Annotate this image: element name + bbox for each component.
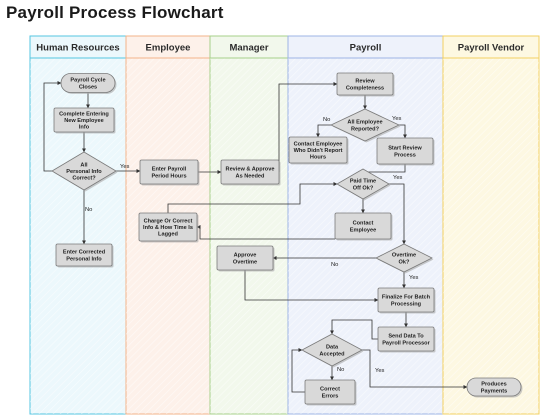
- node-label: All Employee: [347, 120, 382, 126]
- node-label: Hours: [310, 155, 326, 161]
- connector-e11: [167, 182, 338, 213]
- node-label: Review: [355, 79, 375, 85]
- connector-e12: [244, 270, 379, 302]
- edge-label-e-n18-yes: Yes: [375, 368, 385, 374]
- node-label: Errors: [322, 393, 339, 399]
- node-label: Correct?: [72, 176, 96, 182]
- node-label: Period Hours: [151, 173, 186, 179]
- node-label: Enter Corrected: [63, 250, 106, 256]
- edge-label-e-n10-no: No: [323, 117, 330, 123]
- edge-label-e-n10-yes: Yes: [392, 116, 402, 122]
- node-label: Overtime: [392, 253, 416, 259]
- node-label: Accepted: [319, 351, 345, 357]
- node-label: Who Didn't Report: [294, 148, 343, 154]
- node-label: Contact: [353, 221, 374, 227]
- node-label: Payroll Processor: [382, 340, 430, 346]
- node-label: Data: [326, 345, 339, 351]
- node-label: Reported?: [351, 126, 380, 132]
- node-label: Completeness: [346, 85, 384, 91]
- node-label: Charge Or Correct: [144, 218, 193, 224]
- node-label: Finalize For Batch: [382, 295, 431, 301]
- connector-e_n10_no: [316, 124, 331, 138]
- edge-label-e-n13-yes: Yes: [393, 175, 403, 181]
- lane-label-employee: Employee: [146, 43, 191, 54]
- node-label: Enter Payroll: [152, 167, 187, 173]
- node-label: Paid Time: [350, 179, 376, 185]
- page-title: Payroll Process Flowchart: [6, 3, 224, 22]
- connector-e15: [291, 348, 305, 393]
- lane-vendor: Payroll Vendor: [442, 35, 540, 415]
- node-label: Produces: [481, 382, 507, 388]
- edge-label-e-n3-yes: Yes: [120, 164, 130, 170]
- node-label: Payments: [481, 388, 507, 394]
- node-label: Overtime: [233, 259, 257, 265]
- edge-label-e-n15-no: No: [331, 262, 338, 268]
- connector-e_n10_yes: [399, 124, 407, 139]
- node-label: Personal Info: [66, 256, 102, 262]
- node-label: New Employee: [64, 118, 103, 124]
- node-label: Closes: [79, 84, 97, 90]
- node-label: Info: [79, 125, 90, 131]
- node-label: Correct: [320, 387, 340, 393]
- lane-label-hr: Human Resources: [36, 43, 119, 54]
- node-label: As Needed: [236, 173, 265, 179]
- node-label: All: [80, 162, 88, 168]
- node-label: Personal Info: [66, 169, 102, 175]
- node-label: Off Ok?: [353, 185, 374, 191]
- node-label: Contact Employee: [294, 141, 343, 147]
- lane-label-payroll: Payroll: [350, 43, 382, 54]
- node-label: Employee: [350, 227, 376, 233]
- connector-e3: [43, 81, 62, 172]
- node-label: Review & Approve: [226, 167, 275, 173]
- lane-manager: Manager: [209, 35, 289, 415]
- node-label: Start Review: [388, 146, 422, 152]
- node-label: Info & How Time Is: [143, 225, 193, 231]
- node-label: Lagged: [158, 232, 178, 238]
- edge-label-e-n3-no: No: [85, 207, 92, 213]
- connector-e14: [330, 319, 378, 340]
- edge-label-e-n18-no: No: [337, 367, 344, 373]
- node-label: Payroll Cycle: [70, 78, 105, 84]
- connector-e_n13_yes: [389, 183, 406, 245]
- edge-label-e-n15-yes: Yes: [409, 275, 419, 281]
- node-label: Send Data To: [388, 334, 424, 340]
- node-label: Approve: [234, 253, 257, 259]
- connector-e_n18_yes: [362, 349, 468, 389]
- node-label: Complete Entering: [59, 111, 109, 117]
- node-label: Processing: [391, 301, 422, 307]
- node-label: Process: [394, 152, 416, 158]
- lane-label-vendor: Payroll Vendor: [458, 43, 525, 54]
- lane-hr: Human Resources: [29, 35, 127, 415]
- lane-label-manager: Manager: [229, 43, 268, 54]
- node-label: Ok?: [399, 259, 410, 265]
